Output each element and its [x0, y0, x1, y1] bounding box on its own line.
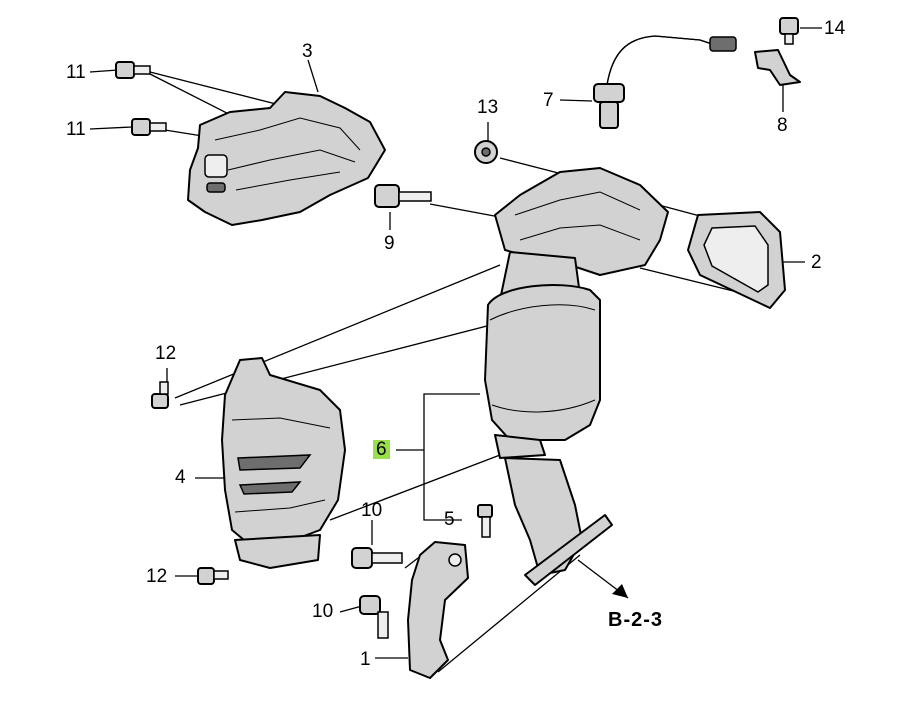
- bolt-10-lower: [359, 595, 389, 639]
- bolt-11-upper: [115, 61, 151, 79]
- label-part-4: 4: [175, 467, 186, 488]
- label-part-6: 6: [373, 440, 390, 459]
- oxygen-sensor-7: [593, 35, 737, 129]
- label-part-2: 2: [811, 252, 822, 273]
- bolt-12-lower: [197, 567, 229, 585]
- exhaust-manifold-converter-6: [484, 167, 669, 586]
- label-part-5: 5: [444, 509, 455, 530]
- label-part-10-lower: 10: [312, 601, 334, 622]
- bolt-12-upper: [151, 381, 169, 409]
- label-part-8: 8: [777, 115, 788, 136]
- nut-13: [474, 140, 498, 164]
- bracket-8: [754, 49, 801, 86]
- heat-shield-lower-4: [221, 357, 346, 569]
- bolt-11-lower: [131, 118, 167, 136]
- bracket-1: [407, 541, 469, 679]
- label-part-11-lower: 11: [66, 119, 86, 140]
- label-part-14: 14: [824, 18, 846, 39]
- reference-arrow: [577, 559, 629, 599]
- reference-label: B-2-3: [608, 609, 664, 631]
- label-part-11-upper: 11: [66, 62, 86, 83]
- bolt-14: [779, 17, 799, 45]
- label-part-12-lower: 12: [146, 566, 168, 587]
- label-part-13: 13: [477, 97, 499, 118]
- label-part-3: 3: [302, 41, 313, 62]
- heat-shield-upper: [187, 91, 386, 226]
- stud-bolt-9: [374, 184, 432, 208]
- label-part-10-upper: 10: [361, 500, 383, 521]
- gasket-2: [687, 211, 786, 309]
- label-part-7: 7: [543, 90, 554, 111]
- label-part-9: 9: [384, 233, 395, 254]
- bolt-5: [477, 504, 493, 538]
- label-part-1: 1: [360, 649, 371, 670]
- bolt-10-upper: [351, 547, 403, 569]
- label-part-12-upper: 12: [155, 343, 177, 364]
